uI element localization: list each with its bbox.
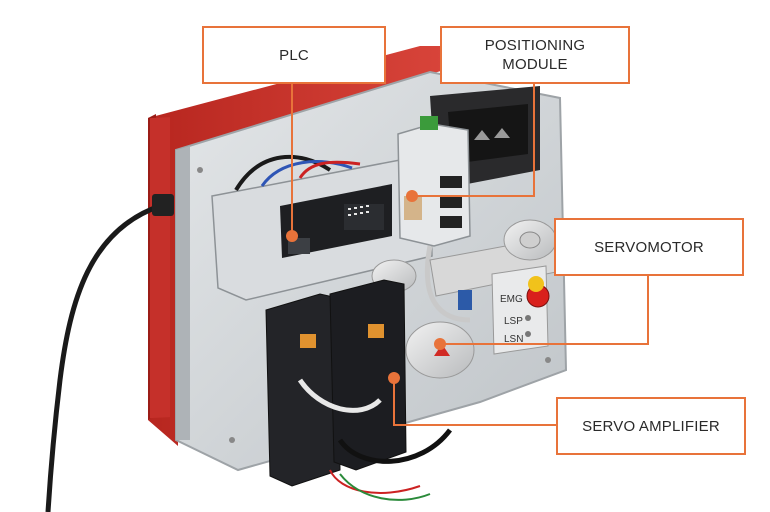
leader-lines [291, 84, 649, 426]
leader-dots [286, 190, 446, 384]
positioning-module-label-line2: MODULE [502, 56, 568, 73]
servo-amplifier-callout: SERVO AMPLIFIER [556, 397, 746, 455]
power-cord [45, 194, 174, 512]
lsp-label: LSP [504, 316, 523, 327]
plc-callout: PLC [202, 26, 386, 84]
positioning-module-label: POSITIONING MODULE [485, 36, 586, 74]
positioning-module-unit [397, 116, 471, 323]
plc-unit [211, 154, 433, 301]
servo-amplifier-label: SERVO AMPLIFIER [582, 417, 720, 435]
positioning-module-label-line1: POSITIONING [484, 37, 586, 54]
plc-label: PLC [279, 46, 309, 64]
lsn-label: LSN [504, 334, 523, 345]
servo-amplifier-unit [265, 279, 452, 501]
emg-label: EMG [500, 294, 523, 305]
servomotor-callout: SERVOMOTOR [554, 218, 744, 276]
button-panel: EMG LSP LSN [491, 265, 550, 355]
servomotor-label: SERVOMOTOR [594, 238, 704, 256]
positioning-module-callout: POSITIONING MODULE [440, 26, 630, 84]
